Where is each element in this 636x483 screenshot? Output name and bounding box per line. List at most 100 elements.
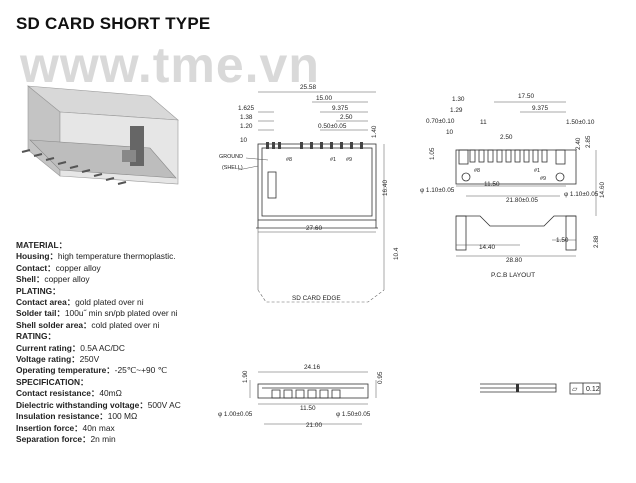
dimension-label: 2.40 <box>575 137 582 150</box>
spec-label: Insulation resistance： <box>16 411 108 422</box>
spec-heading-text: SPECIFICATION： <box>16 376 89 387</box>
connector-3d-render <box>21 85 179 185</box>
spec-value: 500V AC <box>147 399 181 410</box>
dimension-label: 1.05 <box>429 147 436 160</box>
spec-value: gold plated over ni <box>75 297 144 308</box>
dimension-label: 2.50 <box>500 134 513 141</box>
dimension-label: 1.90 <box>242 370 249 383</box>
spec-row: Dielectric withstanding voltage：500V AC <box>16 400 256 411</box>
spec-row: Insulation resistance：100 MΩ <box>16 411 256 422</box>
drawing-label: #1 <box>330 157 336 163</box>
dimension-label: 9.375 <box>532 105 548 112</box>
spec-value: 2n min <box>90 433 116 444</box>
spec-heading-text: MATERIAL： <box>16 240 68 250</box>
dimension-label: 21.00 <box>306 422 322 429</box>
spec-heading-text: RATING： <box>16 331 56 342</box>
dimension-label: 28.80 <box>506 257 522 264</box>
spec-label: Voltage rating： <box>16 354 80 365</box>
dimension-label: 0.70±0.10 <box>426 118 455 125</box>
spec-row: Shell：copper alloy <box>16 274 256 285</box>
spec-value: copper alloy <box>55 262 101 273</box>
spec-value: 100u˝ min sn/pb plated over ni <box>64 308 178 319</box>
drawing-label: #8 <box>286 157 292 163</box>
spec-value: 250V <box>79 354 100 365</box>
top-view-drawing <box>237 91 385 303</box>
drawing-label: #9 <box>540 176 546 182</box>
spec-label: Insertion force： <box>16 422 83 433</box>
spec-label: Current rating： <box>16 342 81 353</box>
dimension-label: 1.40 <box>371 125 378 138</box>
dimension-label: φ 1.10±0.05 <box>564 191 599 198</box>
pcb-caption: P.C.B LAYOUT <box>491 272 535 279</box>
spec-section-heading: RATING： <box>16 331 256 342</box>
dimension-label: 11 <box>480 119 487 126</box>
spec-row: Current rating：0.5A AC/DC <box>16 343 256 354</box>
spec-value: copper alloy <box>44 274 90 285</box>
dimension-label: 0.50±0.05 <box>318 123 347 130</box>
dimension-label: 10.4 <box>393 247 400 260</box>
spec-value: high temperature thermoplastic. <box>57 251 176 262</box>
spec-row: Insertion force：40n max <box>16 423 256 434</box>
spec-section-heading: SPECIFICATION： <box>16 377 256 388</box>
drawing-label: #9 <box>346 157 352 163</box>
drawing-label: #8 <box>474 168 480 174</box>
spec-row: Separation force：2n min <box>16 434 256 445</box>
spec-label: Solder tail： <box>16 308 65 319</box>
dimension-label: 14.40 <box>479 244 495 251</box>
spec-value: 100 MΩ <box>107 411 138 422</box>
dimension-label: 21.80±0.05 <box>506 197 538 204</box>
dimension-label: 2.50 <box>340 114 353 121</box>
dimension-label: 27.60 <box>306 225 322 232</box>
spec-value: cold plated over ni <box>91 319 160 330</box>
dimension-label: 25.58 <box>300 84 316 91</box>
spec-row: Contact resistance：40mΩ <box>16 388 256 399</box>
specifications-list: MATERIAL：Housing：high temperature thermo… <box>16 240 256 445</box>
spec-row: Contact area：gold plated over ni <box>16 297 256 308</box>
spec-row: Contact：copper alloy <box>16 263 256 274</box>
page-title: SD CARD SHORT TYPE <box>16 14 211 33</box>
spec-section-heading: PLATING： <box>16 286 256 297</box>
spec-row: Housing：high temperature thermoplastic. <box>16 251 256 262</box>
dimension-label: 11.50 <box>300 405 316 412</box>
dimension-label: φ 1.50±0.05 <box>336 411 371 418</box>
dimension-label: 24.16 <box>304 364 320 371</box>
spec-value: 40n max <box>82 422 115 433</box>
spec-label: Shell： <box>16 274 45 285</box>
tolerance-value: 0.12 <box>586 386 600 393</box>
spec-label: Contact： <box>16 262 56 273</box>
dimension-label: 9.375 <box>332 105 348 112</box>
spec-label: Contact resistance： <box>16 388 100 399</box>
spec-row: Operating temperature：-25℃~+90 ℃ <box>16 365 256 376</box>
dimension-label: 1.625 <box>238 105 254 112</box>
spec-label: Separation force： <box>16 433 91 444</box>
spec-label: Housing： <box>16 251 58 262</box>
spec-row: Voltage rating：250V <box>16 354 256 365</box>
dimension-label: 1.50±0.10 <box>566 119 595 126</box>
spec-label: Shell solder area： <box>16 319 92 330</box>
tolerance-symbol: ▱ <box>572 386 578 393</box>
spec-row: Shell solder area：cold plated over ni <box>16 320 256 331</box>
dimension-label: 1.29 <box>450 107 463 114</box>
spec-row: Solder tail：100u˝ min sn/pb plated over … <box>16 308 256 319</box>
dimension-label: 0.95 <box>377 371 384 384</box>
spec-heading-text: PLATING： <box>16 285 61 296</box>
dimension-label: 17.50 <box>518 93 534 100</box>
dimension-label: 1.20 <box>240 123 253 130</box>
dimension-label: 10 <box>446 129 454 136</box>
drawing-label: (SHELL) <box>222 165 243 171</box>
dimension-label: 14.60 <box>599 182 606 198</box>
watermark: www.tme.vn <box>20 37 320 93</box>
drawing-label: GROUND <box>219 154 243 160</box>
side-view-drawing <box>249 371 377 425</box>
dimension-label: 1.38 <box>240 114 253 121</box>
profile-drawing <box>480 382 601 395</box>
dimension-label: 10 <box>240 137 248 144</box>
pcb-layout-drawing <box>455 101 597 257</box>
dimension-label: φ 1.10±0.05 <box>420 187 455 194</box>
spec-value: 40mΩ <box>99 388 122 399</box>
spec-label: Operating temperature： <box>16 365 115 376</box>
dimension-label: φ 1.00±0.05 <box>218 411 253 418</box>
sd-card-edge-label: SD CARD EDGE <box>292 295 341 302</box>
dimension-label: 1.50 <box>556 237 569 244</box>
